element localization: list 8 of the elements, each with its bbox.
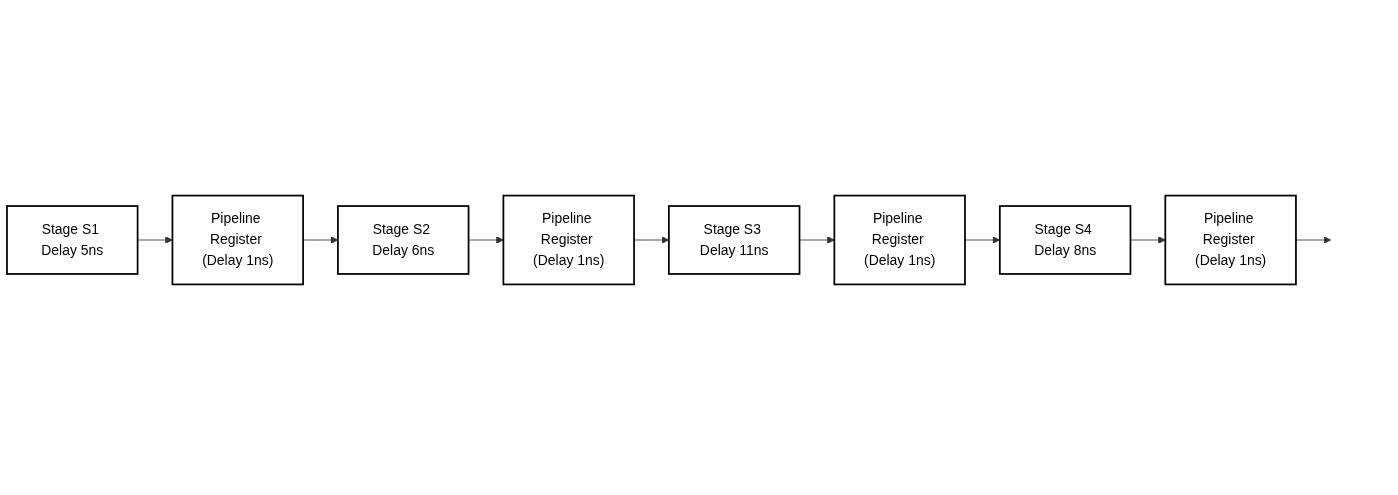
node-box: Stage S2 Delay 6ns bbox=[337, 205, 470, 275]
node-box: Stage S1 Delay 5ns bbox=[6, 205, 139, 275]
node-box: Pipeline Register (Delay 1ns) bbox=[1164, 194, 1297, 286]
node-box: Pipeline Register (Delay 1ns) bbox=[502, 194, 635, 286]
node-box: Stage S3 Delay 11ns bbox=[668, 205, 801, 275]
node-box: Pipeline Register (Delay 1ns) bbox=[171, 194, 304, 286]
node-box: Pipeline Register (Delay 1ns) bbox=[833, 194, 966, 286]
node-box: Stage S4 Delay 8ns bbox=[998, 205, 1132, 275]
